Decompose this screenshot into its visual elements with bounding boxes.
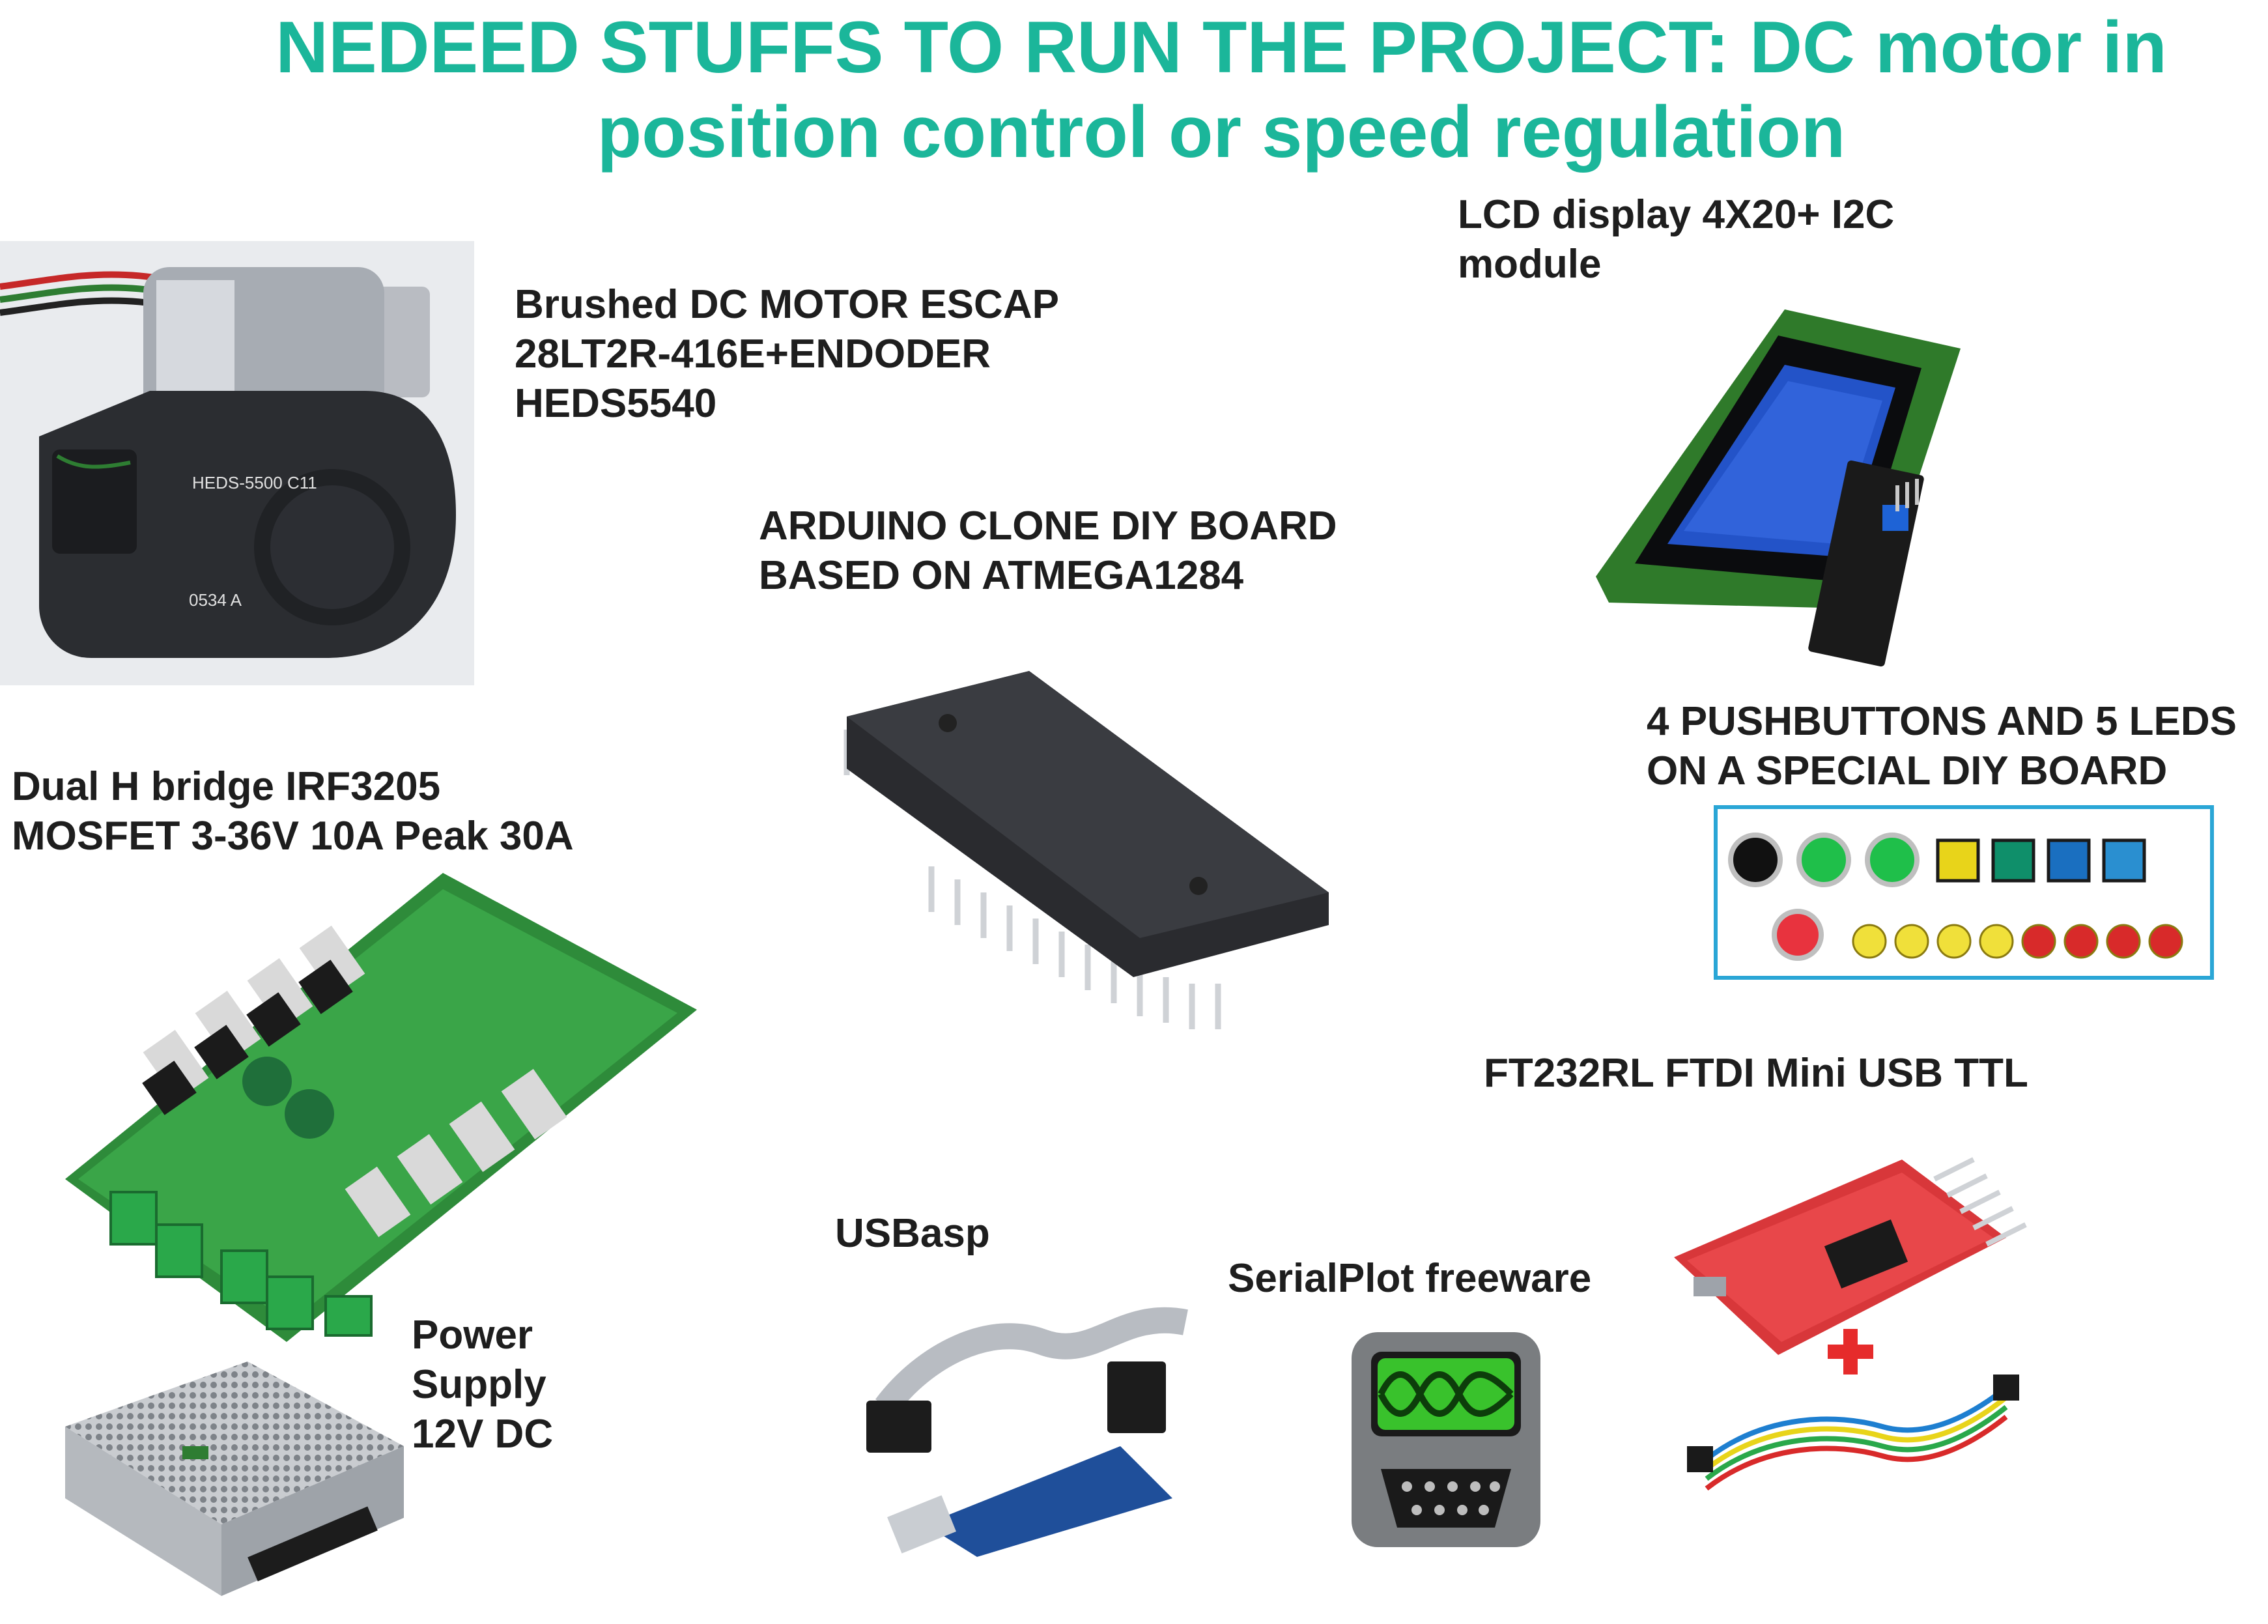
title-line-2: position control or speed regulation xyxy=(597,91,1846,173)
encoder-print-2: 0534 A xyxy=(189,590,242,610)
led xyxy=(1979,924,2014,959)
serialplot-app-icon xyxy=(1335,1316,1557,1563)
led xyxy=(2148,924,2183,959)
lcd-label-line-1: LCD display 4X20+ I2C xyxy=(1458,192,1895,237)
page-title: NEDEED STUFFS TO RUN THE PROJECT: DC mot… xyxy=(195,5,2247,175)
hbridge-label-line-1: Dual H bridge IRF3205 xyxy=(12,764,441,809)
dip40-chip-photo-icon xyxy=(834,671,1342,1042)
arduino-label: ARDUINO CLONE DIY BOARD BASED ON ATMEGA1… xyxy=(759,502,1337,601)
h-bridge-board-photo-icon xyxy=(52,866,703,1348)
motor-label-line-1: Brushed DC MOTOR ESCAP xyxy=(515,282,1059,327)
power-label-line-1: Power xyxy=(412,1313,533,1358)
motor-label-line-2: 28LT2R-416E+ENDODER xyxy=(515,332,991,377)
pushbutton-round xyxy=(1772,909,1824,961)
usbasp-label-line-1: USBasp xyxy=(835,1211,990,1256)
buttons-label-line-2: ON A SPECIAL DIY BOARD xyxy=(1647,748,2168,793)
pushbutton-square xyxy=(1991,838,2035,883)
ftdi-label: FT232RL FTDI Mini USB TTL xyxy=(1484,1049,2028,1098)
serialplot-label: SerialPlot freeware xyxy=(1228,1254,1591,1303)
hbridge-label: Dual H bridge IRF3205 MOSFET 3-36V 10A P… xyxy=(12,762,574,861)
arduino-label-line-1: ARDUINO CLONE DIY BOARD xyxy=(759,504,1337,548)
pushbutton-round xyxy=(1796,833,1851,887)
serialplot-label-line-1: SerialPlot freeware xyxy=(1228,1256,1592,1301)
motor-label: Brushed DC MOTOR ESCAP 28LT2R-416E+ENDOD… xyxy=(515,280,1059,429)
arduino-label-line-2: BASED ON ATMEGA1284 xyxy=(759,553,1244,598)
usbasp-label: USBasp xyxy=(835,1209,990,1259)
buttons-label-line-1: 4 PUSHBUTTONS AND 5 LEDS xyxy=(1647,699,2237,744)
pushbutton-square xyxy=(2102,838,2146,883)
motor-label-line-3: HEDS5540 xyxy=(515,381,717,426)
led xyxy=(2106,924,2141,959)
power-label-line-3: 12V DC xyxy=(412,1412,554,1457)
power-label: Power Supply 12V DC xyxy=(412,1311,553,1459)
ftdi-label-line-1: FT232RL FTDI Mini USB TTL xyxy=(1484,1051,2028,1096)
power-label-line-2: Supply xyxy=(412,1362,546,1407)
led xyxy=(2021,924,2056,959)
led xyxy=(2063,924,2099,959)
title-line-1: NEDEED STUFFS TO RUN THE PROJECT: DC mot… xyxy=(276,7,2167,88)
led xyxy=(1894,924,1929,959)
led xyxy=(1852,924,1887,959)
usbasp-programmer-photo-icon xyxy=(847,1283,1238,1557)
dc-motor-photo-icon: HEDS-5500 C11 0534 A xyxy=(0,241,474,685)
led xyxy=(1936,924,1972,959)
encoder-print-1: HEDS-5500 C11 xyxy=(192,473,317,492)
hbridge-label-line-2: MOSFET 3-36V 10A Peak 30A xyxy=(12,814,574,859)
pushbutton-square xyxy=(1936,838,1980,883)
pushbutton-round xyxy=(1865,833,1920,887)
lcd-label-line-2: module xyxy=(1458,242,1602,287)
ftdi-adapter-photo-icon xyxy=(1667,1140,2032,1492)
pushbutton-round xyxy=(1728,833,1783,887)
lcd-label: LCD display 4X20+ I2C module xyxy=(1458,190,1894,289)
pushbutton-square xyxy=(2047,838,2091,883)
buttons-label: 4 PUSHBUTTONS AND 5 LEDS ON A SPECIAL DI… xyxy=(1647,697,2237,796)
button-led-board-icon xyxy=(1713,805,2215,980)
power-supply-photo-icon xyxy=(52,1348,417,1609)
lcd-module-photo-icon xyxy=(1570,296,1987,674)
